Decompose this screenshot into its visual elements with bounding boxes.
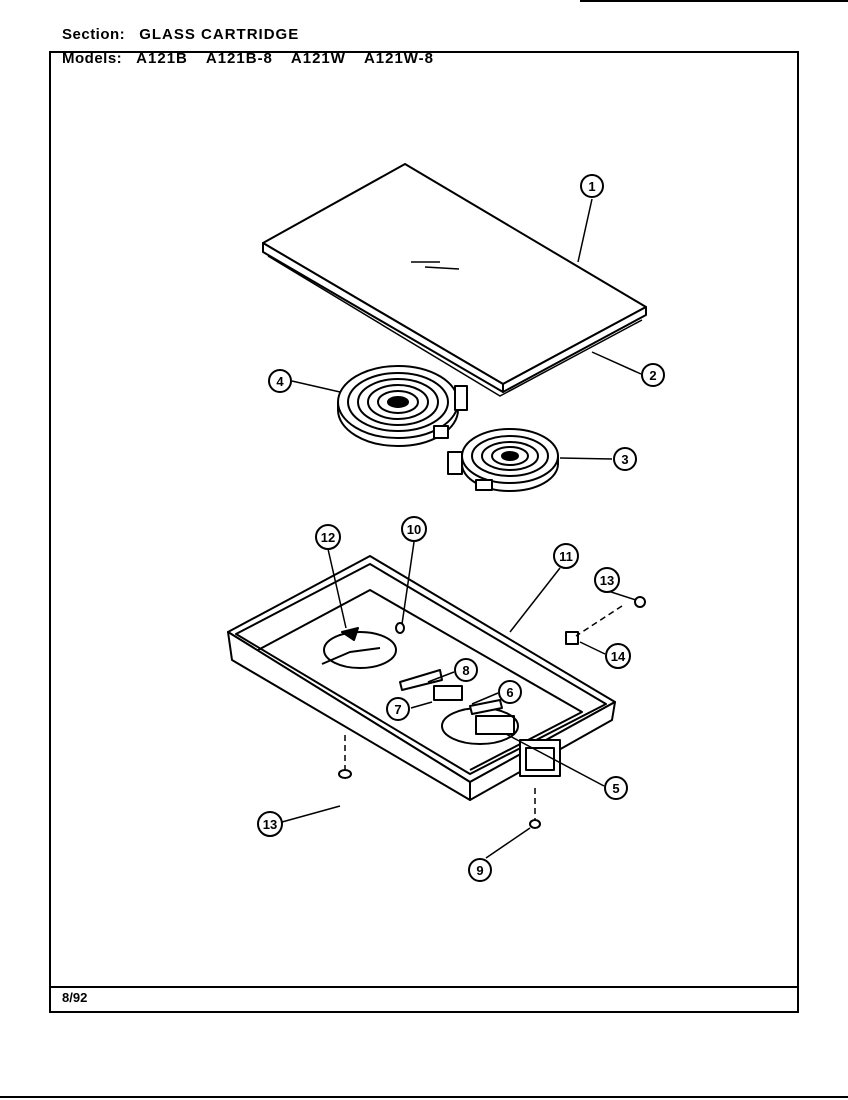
svg-text:1: 1 [588,179,595,194]
section-line: Section: GLASS CARTRIDGE [62,26,299,43]
diagram-frame [49,51,799,1013]
callout-3: 3 [613,447,637,471]
callout-6: 6 [498,680,522,704]
callout-4: 4 [268,369,292,393]
callout-1: 1 [580,174,604,198]
section-value: GLASS CARTRIDGE [139,26,300,43]
model-number: A121B [136,50,188,67]
models-label: Models: [62,50,123,67]
callout-7: 7 [386,697,410,721]
callout-12: 12 [315,524,341,550]
callout-10: 10 [401,516,427,542]
callout-13-bottom: 13 [257,811,283,837]
svg-text:4: 4 [276,374,284,389]
callout-2: 2 [641,363,665,387]
bottom-rule [0,1096,848,1098]
svg-text:7: 7 [394,702,401,717]
svg-text:8: 8 [462,663,469,678]
svg-text:2: 2 [649,368,656,383]
top-rule [580,0,848,2]
svg-text:13: 13 [600,573,614,588]
svg-text:6: 6 [506,685,513,700]
section-label: Section: [62,26,126,43]
callout-11: 11 [553,543,579,569]
glass-cooktop [262,163,647,393]
callout-labels: 1 2 3 4 5 6 7 8 9 10 11 12 13 13 14 [257,174,665,882]
large-surface-element [337,365,468,447]
cooktop-pan [227,555,616,801]
leader-lines [281,198,642,859]
model-number: A121W [290,50,346,67]
callout-8: 8 [454,658,478,682]
model-number: A121B-8 [205,50,273,67]
svg-text:10: 10 [407,522,421,537]
small-surface-element [447,428,559,492]
callout-5: 5 [604,776,628,800]
callout-13-top: 13 [594,567,620,593]
callout-14: 14 [605,643,631,669]
svg-text:11: 11 [559,549,573,564]
models-line: Models: A121B A121B-8 A121W A121W-8 [62,50,452,67]
svg-text:14: 14 [611,649,626,664]
svg-text:9: 9 [476,863,483,878]
svg-text:5: 5 [612,781,619,796]
svg-text:3: 3 [621,452,628,467]
callout-9: 9 [468,858,492,882]
svg-text:12: 12 [321,530,335,545]
seal-strip [267,255,643,397]
footer-rule [49,986,799,988]
date-code: 8/92 [62,990,88,1005]
svg-text:13: 13 [263,817,277,832]
model-number: A121W-8 [363,50,434,67]
